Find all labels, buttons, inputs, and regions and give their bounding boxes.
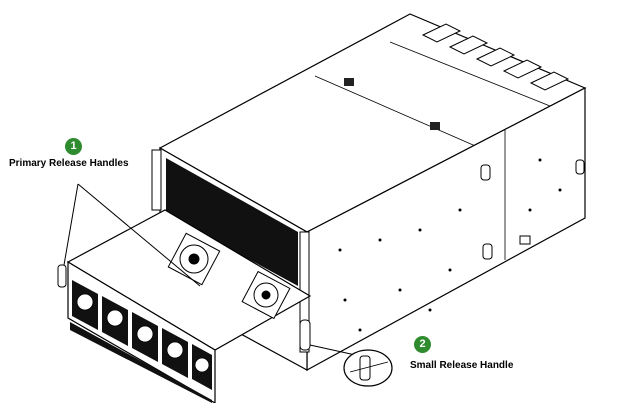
callout-label-small-release-handle: Small Release Handle: [410, 360, 514, 371]
callout-label-primary-release-handles: Primary Release Handles: [9, 158, 129, 169]
front-vent-grille: [166, 158, 298, 286]
pointer-line-1b: [77, 183, 201, 287]
callout-badge-2: 2: [414, 336, 431, 353]
internal-fans: [167, 232, 291, 320]
pointer-line-1a: [63, 183, 79, 266]
tray-fan-grilles: [76, 293, 210, 373]
side-screws: [338, 158, 562, 332]
top-vent-slots: [421, 23, 570, 91]
callout-badge-1: 1: [65, 138, 82, 155]
